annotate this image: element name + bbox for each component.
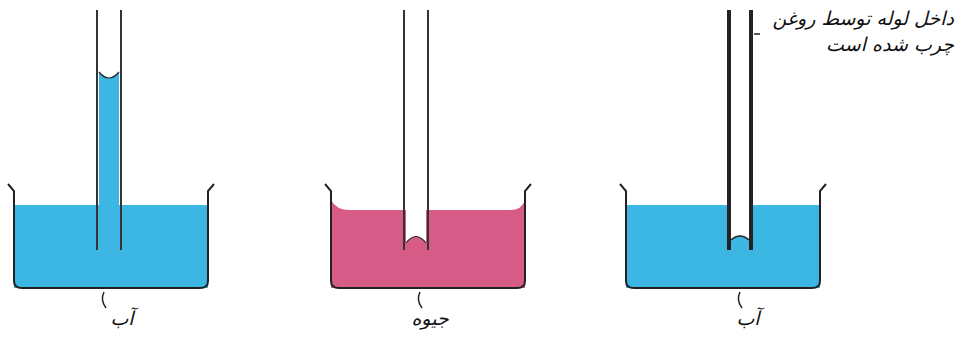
tube-wall bbox=[427, 10, 429, 250]
tube-wall bbox=[96, 10, 98, 250]
water-column bbox=[731, 236, 749, 248]
tube-wall bbox=[403, 10, 405, 250]
beaker bbox=[325, 184, 531, 288]
water-beaker bbox=[8, 10, 214, 308]
water bbox=[14, 205, 208, 288]
leader-line bbox=[738, 292, 742, 308]
meniscus-line bbox=[731, 236, 749, 240]
liquid-label: آب bbox=[736, 306, 759, 332]
beaker bbox=[8, 184, 214, 288]
liquid-label: جیوه bbox=[411, 306, 448, 332]
leader-line bbox=[102, 292, 106, 308]
meniscus bbox=[99, 66, 119, 78]
water-column bbox=[99, 72, 119, 205]
beaker bbox=[620, 184, 826, 288]
greased-tube-beaker bbox=[620, 10, 826, 308]
liquid-label: آب bbox=[110, 306, 133, 332]
greased-tube-wall bbox=[749, 10, 753, 250]
mercury-column bbox=[406, 237, 426, 249]
leader-line bbox=[754, 33, 760, 35]
note-label: داخل لوله توسط روغن چرب شده است bbox=[764, 6, 954, 57]
leader-line bbox=[418, 292, 422, 308]
tube-interior bbox=[731, 205, 749, 241]
mercury-beaker bbox=[325, 10, 531, 308]
meniscus-line bbox=[99, 72, 119, 78]
meniscus-line bbox=[406, 237, 426, 244]
greased-tube-wall bbox=[727, 10, 731, 250]
tube-wall bbox=[120, 10, 122, 250]
water bbox=[626, 205, 820, 288]
